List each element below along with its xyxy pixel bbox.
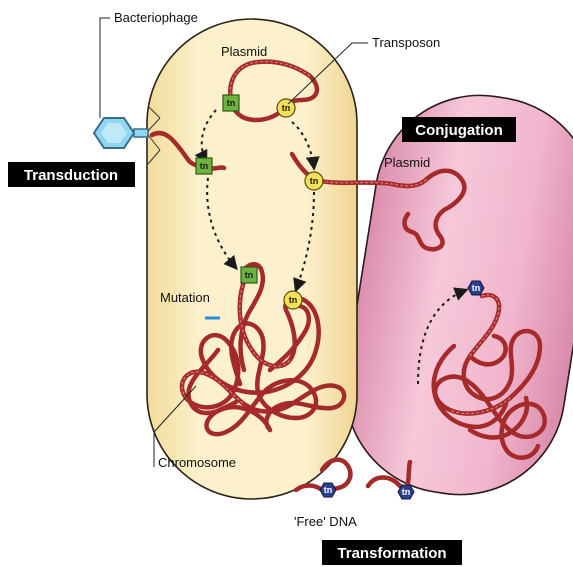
svg-text:tn: tn (227, 98, 236, 108)
svg-text:tn: tn (289, 295, 298, 305)
chromosome-label: Chromosome (158, 455, 236, 470)
transposon-hexagon-icon: tn (320, 483, 336, 497)
donor-cell (147, 19, 357, 499)
svg-text:tn: tn (324, 485, 333, 495)
svg-text:tn: tn (310, 176, 319, 186)
transformation-label-box: Transformation (322, 540, 462, 565)
free-dna-label: 'Free' DNA (294, 514, 357, 529)
transposon-square-icon: tn (196, 158, 212, 174)
svg-text:tn: tn (472, 283, 481, 293)
transposon-square-icon: tn (223, 95, 239, 111)
transposon-circle-icon: tn (305, 172, 323, 190)
transposon-circle-icon: tn (284, 291, 302, 309)
transposon-square-icon: tn (241, 267, 257, 283)
svg-text:tn: tn (282, 103, 291, 113)
transposon-circle-icon: tn (277, 99, 295, 117)
plasmid-label-recipient: Plasmid (384, 155, 430, 170)
svg-text:Transduction: Transduction (24, 167, 118, 184)
transposon-label: Transposon (372, 35, 440, 50)
svg-text:tn: tn (245, 270, 254, 280)
conjugation-label-box: Conjugation (402, 117, 516, 142)
bacteriophage-label: Bacteriophage (114, 10, 198, 25)
svg-text:tn: tn (402, 487, 411, 497)
plasmid-label-donor: Plasmid (221, 44, 267, 59)
mutation-label: Mutation (160, 290, 210, 305)
svg-text:tn: tn (200, 161, 209, 171)
transduction-label-box: Transduction (8, 162, 135, 187)
transposon-hexagon-icon: tn (468, 281, 484, 295)
svg-text:Transformation: Transformation (337, 545, 446, 562)
transposon-hexagon-icon: tn (398, 485, 414, 499)
svg-text:Conjugation: Conjugation (415, 122, 502, 139)
